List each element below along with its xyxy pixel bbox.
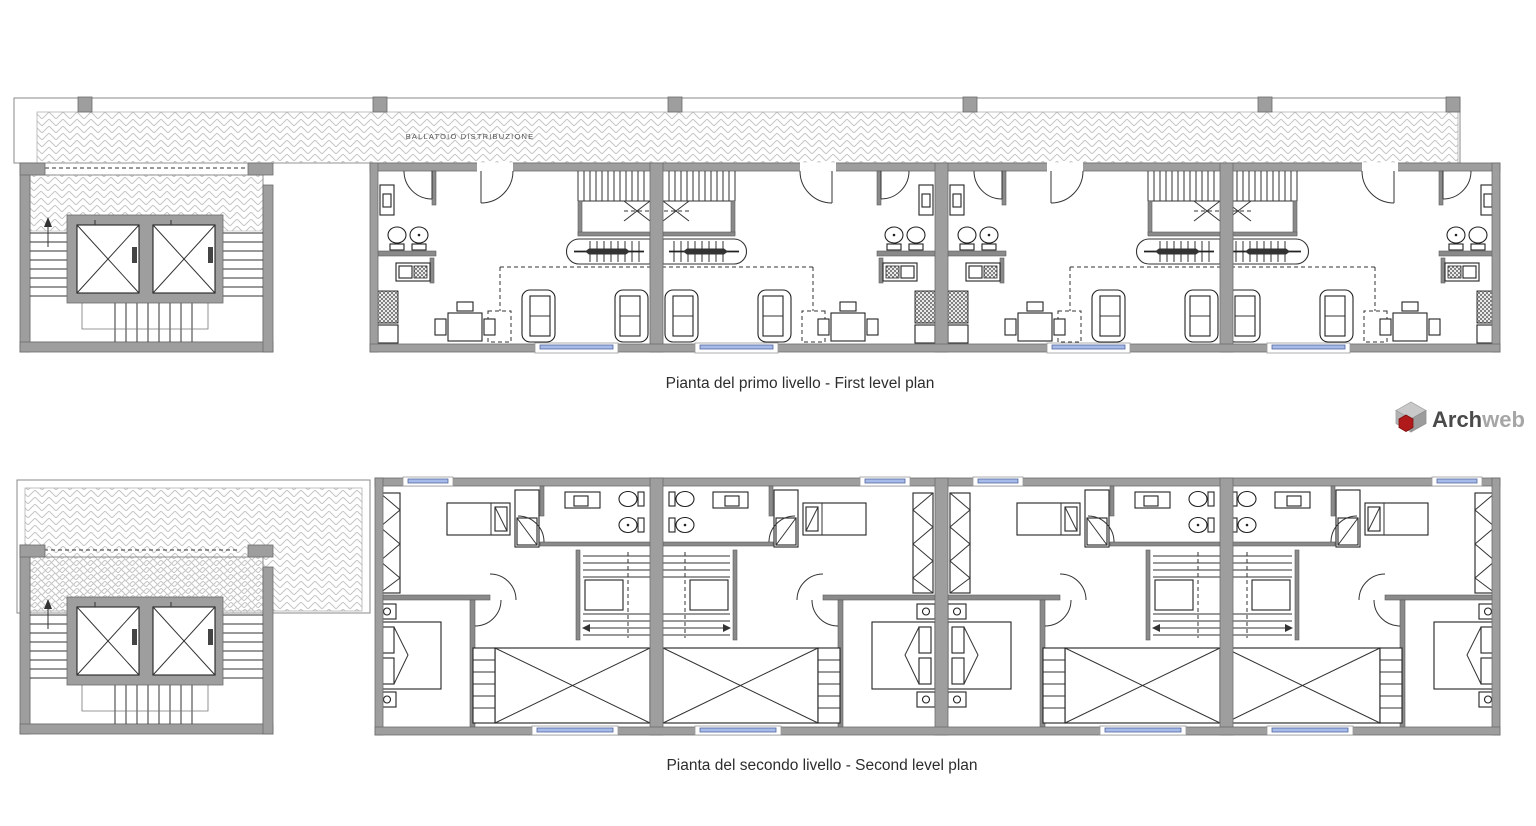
strip-wall-bottom — [369, 343, 1501, 353]
window-icon — [1266, 342, 1351, 354]
window-icon — [531, 725, 619, 736]
apartment-unit-3 — [947, 485, 1221, 728]
apartment-unit-4 — [1224, 485, 1498, 728]
party-wall — [1219, 477, 1234, 736]
window-icon — [1046, 342, 1131, 354]
second-level-plan: Pianta del secondo livello - Second leve… — [16, 476, 1501, 774]
logo-text-arch: Arch — [1432, 407, 1482, 432]
walkway-hatch — [36, 111, 1459, 164]
logo-red-cube — [1398, 414, 1414, 432]
strip-wall-left — [374, 477, 384, 736]
walkway-label: BALLATOIO DISTRIBUZIONE — [406, 132, 535, 141]
stair-elevator-core-level1 — [19, 162, 274, 353]
gallery-pillars — [77, 96, 1461, 113]
window-icon — [972, 476, 1024, 487]
window-icon — [694, 725, 782, 736]
logo-text: Archweb — [1432, 407, 1525, 432]
walkway-dashed-line — [38, 167, 247, 176]
logo-text-web: web — [1481, 407, 1525, 432]
party-wall — [934, 477, 949, 736]
strip-wall-right — [1491, 477, 1501, 736]
archweb-logo: Archweb — [1395, 401, 1525, 433]
window-icon — [534, 342, 619, 354]
archweb-cube-icon — [1395, 401, 1427, 433]
party-wall — [1219, 162, 1234, 353]
stair-elevator-core-level2 — [19, 544, 274, 735]
window-icon — [859, 476, 911, 487]
window-icon — [1099, 725, 1187, 736]
party-wall — [649, 162, 664, 353]
window-icon — [1431, 476, 1483, 487]
apartment-unit-2 — [662, 161, 936, 344]
strip-wall-bottom — [374, 726, 1501, 736]
apartment-unit-1 — [377, 161, 651, 344]
party-wall — [934, 162, 949, 353]
first-level-caption: Pianta del primo livello - First level p… — [666, 375, 935, 392]
window-icon — [694, 342, 779, 354]
party-wall — [649, 477, 664, 736]
first-level-plan: BALLATOIO DISTRIBUZIONE Pianta del primo… — [13, 96, 1501, 392]
strip-wall-right — [1491, 162, 1501, 353]
strip-wall-left — [369, 162, 379, 353]
window-icon — [1266, 725, 1354, 736]
apartment-unit-2 — [662, 485, 936, 728]
apartment-unit-1 — [377, 485, 651, 728]
apartment-unit-3 — [947, 161, 1221, 344]
second-level-caption: Pianta del secondo livello - Second leve… — [666, 757, 977, 774]
window-icon — [402, 476, 454, 487]
apartment-unit-4 — [1224, 161, 1498, 344]
